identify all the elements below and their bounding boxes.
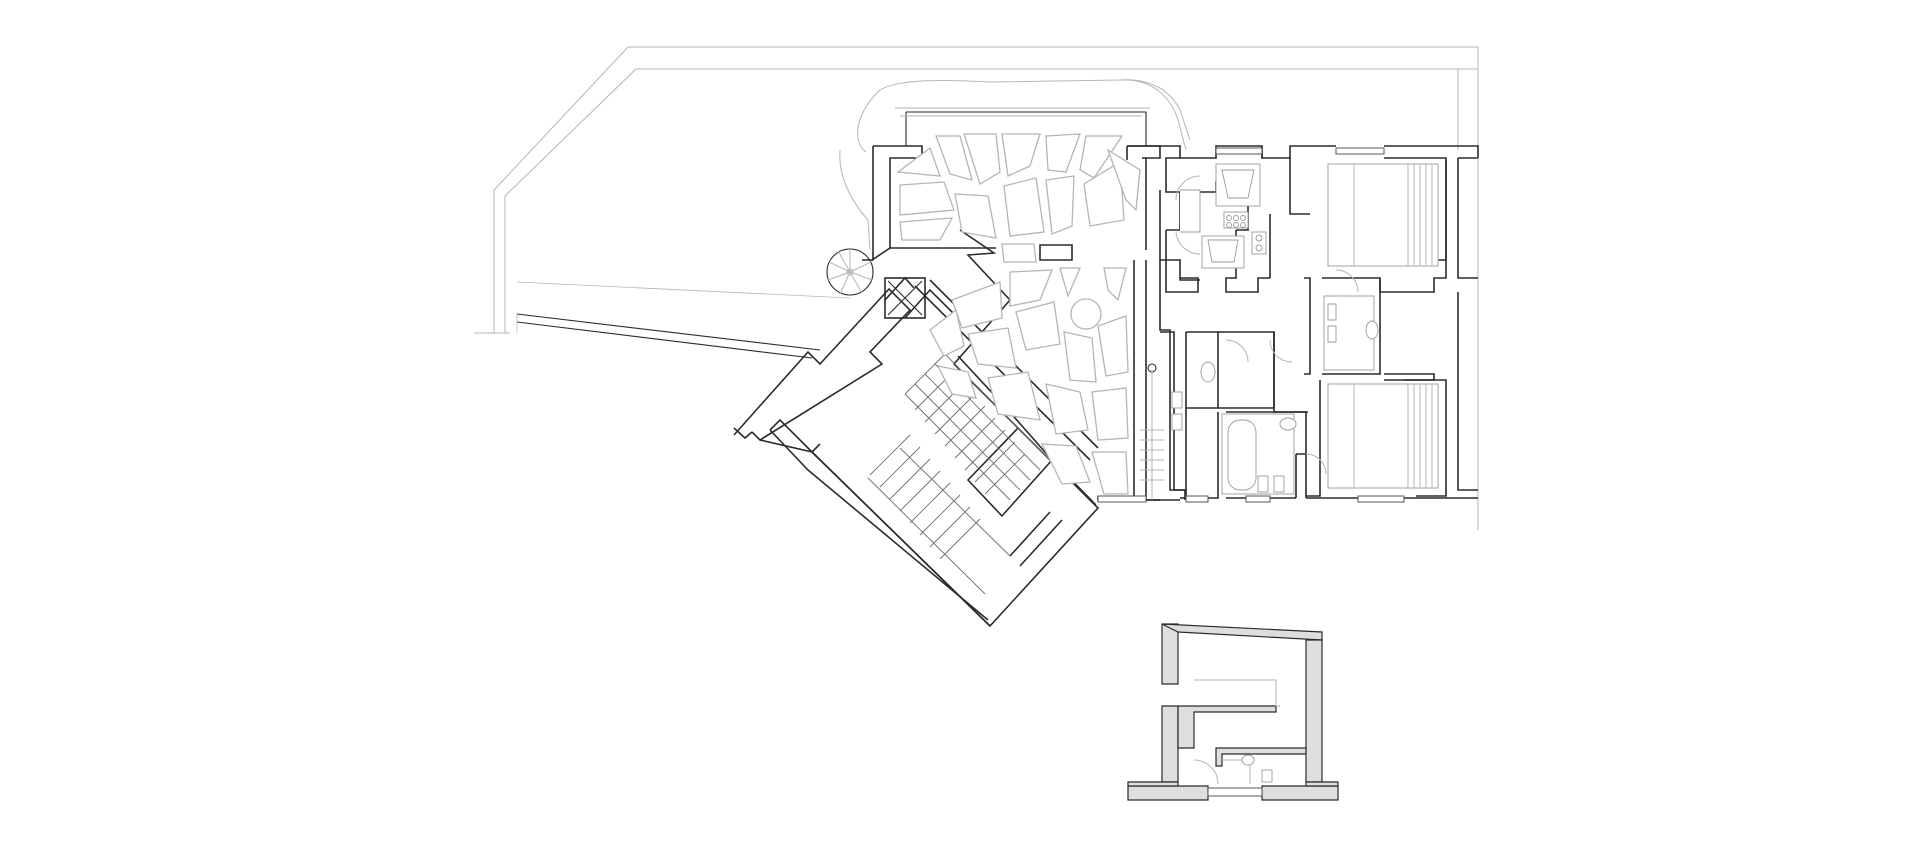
courtyard-pattern-lower: [929, 267, 1129, 495]
kitchen-fixtures: [1175, 163, 1267, 269]
garden-outline: [839, 79, 1191, 251]
secondary-block: [1127, 623, 1339, 801]
site-boundary: [474, 46, 1479, 530]
apartment-walls: [1127, 145, 1479, 501]
beds: [1327, 163, 1439, 489]
spiral-stair: [826, 248, 874, 296]
bathroom-fixtures: [1140, 269, 1379, 500]
courtyard-pattern-upper: [896, 133, 1141, 263]
windows: [1097, 147, 1405, 503]
